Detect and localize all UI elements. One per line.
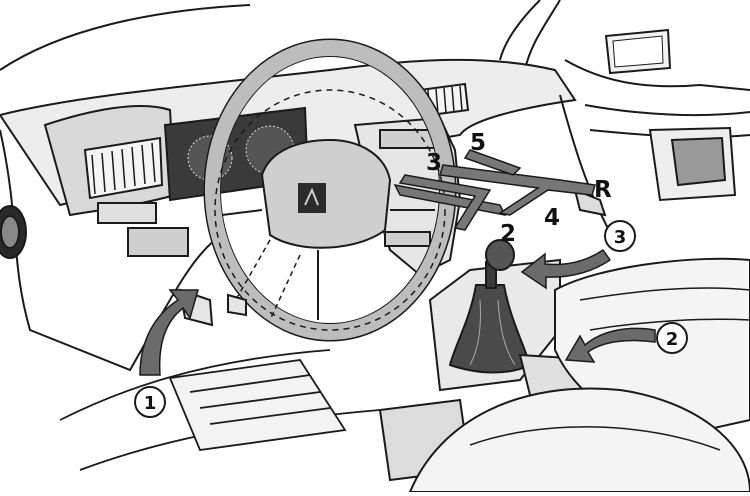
seats — [408, 257, 750, 493]
windshield-frame — [0, 0, 561, 71]
callout-2: 2 — [656, 322, 688, 354]
dashboard — [0, 58, 577, 372]
callout-number-3: 3 — [614, 227, 627, 248]
shift-knob — [485, 239, 515, 271]
callout-arrow-3 — [520, 248, 612, 290]
callout-arrow-1 — [139, 289, 199, 376]
gear-label-r: R — [594, 177, 612, 203]
callout-number-2: 2 — [666, 329, 679, 350]
brake-pedal — [227, 293, 247, 317]
shift-pattern — [393, 149, 596, 231]
shift-gate-3-4 — [398, 174, 492, 231]
gear-shift-lever — [448, 239, 532, 374]
gear-label-2: 2 — [500, 221, 516, 247]
callout-arrow-2 — [564, 327, 656, 363]
horn-emblem-icon — [298, 183, 326, 213]
gear-label-5: 5 — [470, 130, 486, 156]
gear-label-3: 3 — [426, 150, 442, 176]
door-panel — [559, 28, 750, 251]
callout-3: 3 — [604, 220, 636, 252]
left-vent-icon — [83, 136, 164, 200]
callout-number-1: 1 — [144, 393, 157, 414]
floor — [59, 349, 381, 471]
callout-1: 1 — [134, 386, 166, 418]
gear-label-4: 4 — [544, 205, 560, 231]
shift-rail-5 — [463, 149, 522, 176]
shift-gate-5-r — [439, 164, 596, 216]
